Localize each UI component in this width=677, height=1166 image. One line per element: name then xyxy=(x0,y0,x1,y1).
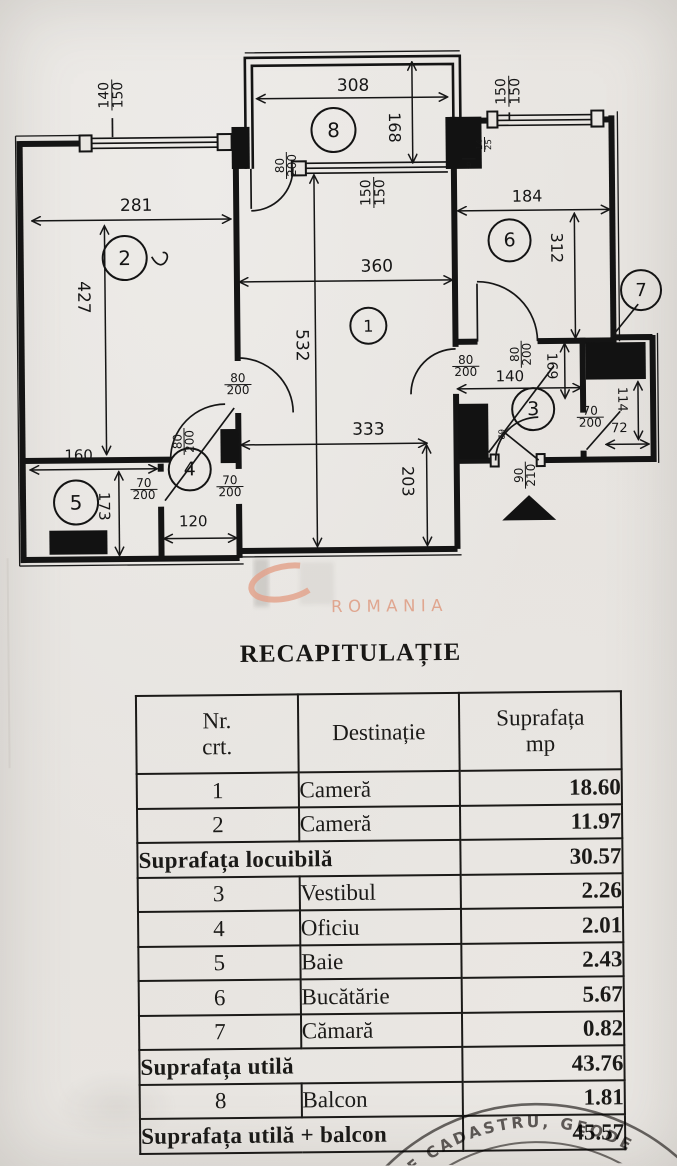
row-number: 5 xyxy=(138,944,301,981)
row-area-value: 43.76 xyxy=(462,1045,625,1082)
balcony-walls xyxy=(243,54,463,169)
dimension-lines xyxy=(27,60,650,556)
annotation-lines xyxy=(111,112,639,339)
row-destination: Baie xyxy=(299,943,462,980)
row-number: 6 xyxy=(138,979,301,1016)
row-destination: Vestibul xyxy=(299,874,462,911)
door-swings xyxy=(164,168,621,502)
floor-plan-drawing xyxy=(14,50,660,567)
header-destinatie: Destinație xyxy=(297,692,460,773)
row-area-value: 2.26 xyxy=(460,872,623,909)
row-area-value: 0.82 xyxy=(462,1010,625,1047)
stamp-graphic: DE CADASTRU, GEODE xyxy=(382,1102,677,1166)
watermark-swoosh xyxy=(248,562,322,603)
watermark-text: ROMANIA xyxy=(331,596,448,616)
row-area-value: 18.60 xyxy=(459,769,622,806)
recap-table-header: Nr. crt. Destinație Suprafața mp xyxy=(135,691,622,774)
agency-watermark: ROMANIA xyxy=(150,547,481,630)
row-area-value: 11.97 xyxy=(460,803,623,840)
round-stamp: DE CADASTRU, GEODE xyxy=(382,1087,677,1166)
stamp-text: DE CADASTRU, GEODE xyxy=(391,1112,637,1165)
row-area-value: 2.43 xyxy=(461,941,624,978)
header-nr-crt: Nr. crt. xyxy=(135,694,299,774)
row-destination: Cameră xyxy=(298,805,461,842)
row-number: 7 xyxy=(138,1013,301,1050)
window-jambs xyxy=(78,109,605,468)
row-area-value: 5.67 xyxy=(461,976,624,1013)
row-area-value: 2.01 xyxy=(461,907,624,944)
header-suprafata: Suprafața mp xyxy=(459,691,622,771)
row-number: 2 xyxy=(136,806,299,843)
row-number: 4 xyxy=(137,910,300,947)
solid-wall-chunks xyxy=(49,116,646,555)
row-label: Suprafața locuibilă xyxy=(137,839,461,878)
outer-face-lines xyxy=(14,50,660,567)
row-destination: Cămară xyxy=(300,1012,463,1049)
row-number: 1 xyxy=(136,772,299,809)
row-label: Suprafața utilă xyxy=(139,1046,463,1085)
windows xyxy=(87,113,594,175)
row-area-value: 30.57 xyxy=(460,838,623,875)
watermark-ghost-letter xyxy=(299,562,335,605)
row-destination: Cameră xyxy=(298,770,461,807)
row-destination: Oficiu xyxy=(299,908,462,945)
walls xyxy=(16,115,657,564)
entrance-arrow xyxy=(502,495,557,521)
row-destination: Bucătărie xyxy=(300,977,463,1014)
recap-title: RECAPITULAȚIE xyxy=(239,638,462,668)
row-number: 3 xyxy=(137,875,300,912)
watermark-graphic: ROMANIA xyxy=(248,558,448,616)
